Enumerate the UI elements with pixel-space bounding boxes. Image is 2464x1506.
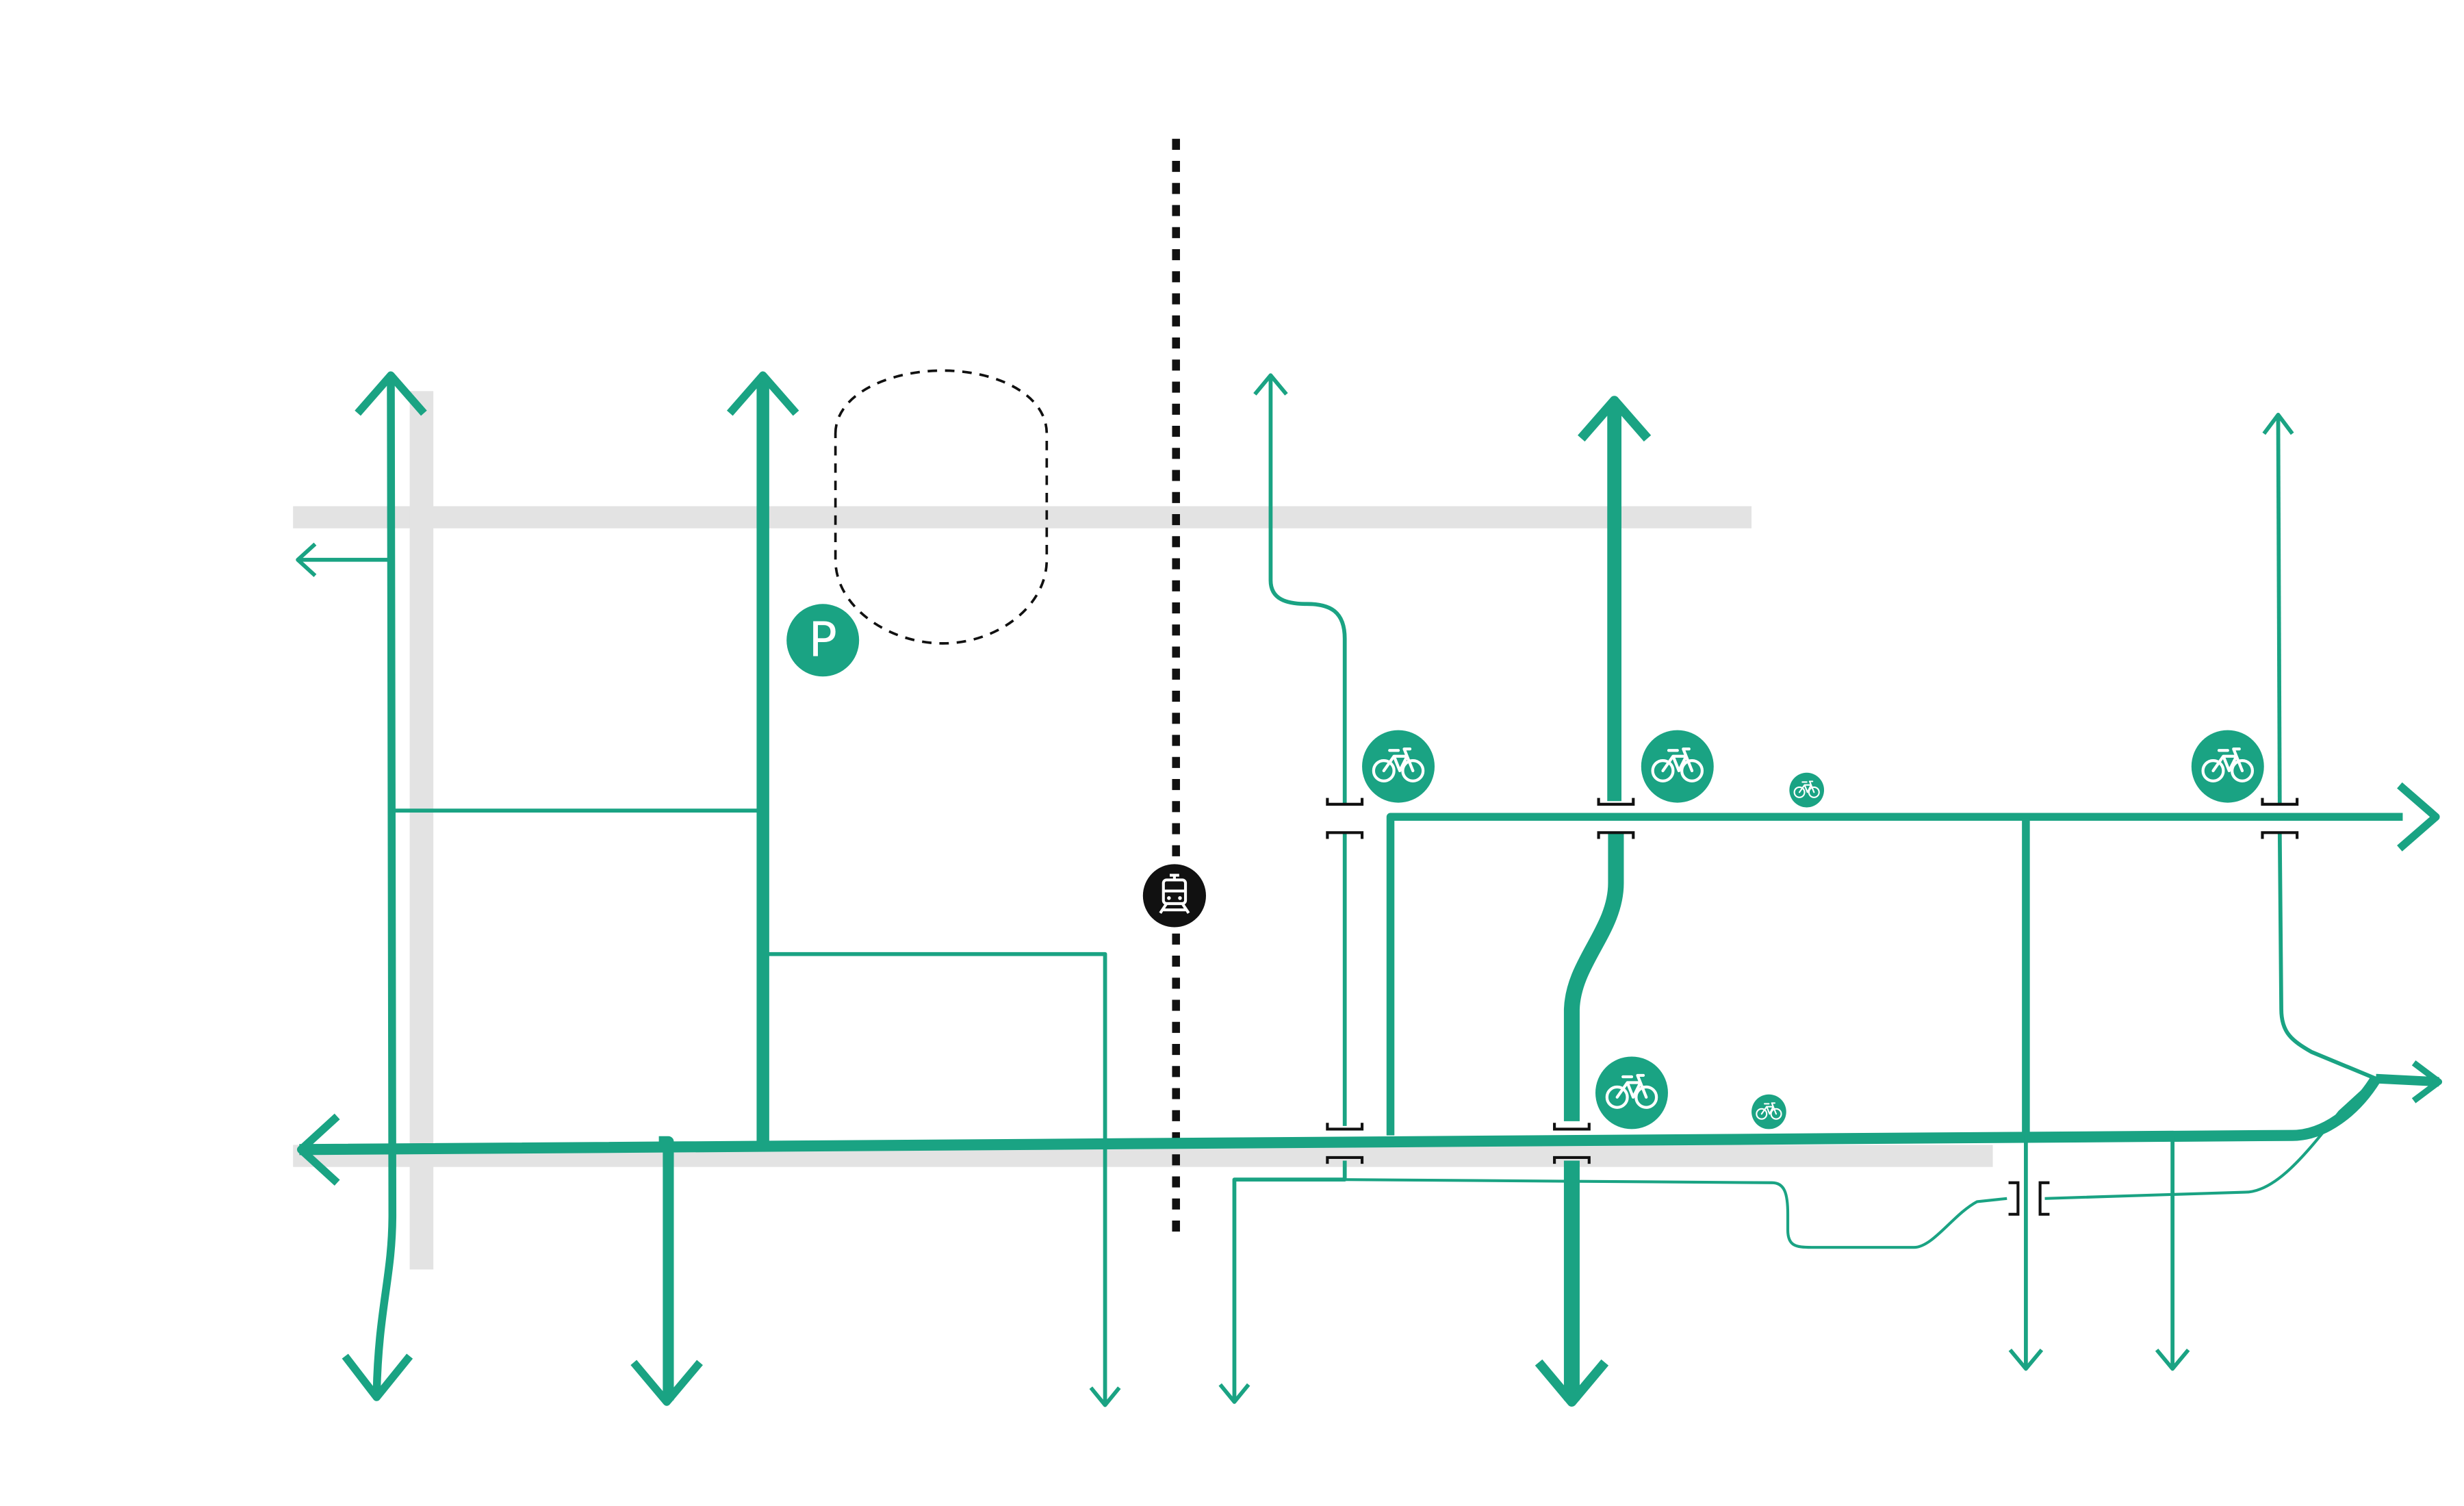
parking-icon: P	[786, 589, 860, 677]
bike-icons	[1362, 730, 2264, 1130]
crossing-marker	[2261, 797, 2299, 839]
crossing-marker	[1597, 797, 1635, 839]
bicycle-icon	[1641, 730, 1714, 803]
route-east-south-connector	[1232, 1160, 1347, 1401]
parking-icon-label: P	[808, 613, 837, 667]
route-network	[296, 371, 2443, 1407]
route-low-winding-path	[1344, 1178, 2007, 1249]
route-east-north-loop-arrowhead	[1253, 373, 1288, 396]
route-central-curve	[1563, 832, 1624, 1121]
bicycle-icon-small	[1789, 772, 1825, 808]
dashed-area-outline	[834, 369, 1049, 645]
crossing-marker	[1326, 797, 1364, 839]
route-far-east-north-arrowhead	[2262, 412, 2294, 435]
route-east-extension	[2375, 1073, 2439, 1087]
route-parking-loop-arrowhead	[1089, 1386, 1121, 1407]
route-west-north-arrowhead	[355, 371, 427, 416]
route-far-east-north	[2276, 418, 2282, 804]
route-east-block-arrowhead	[2397, 782, 2440, 852]
route-west-south-arrowhead	[342, 1353, 413, 1401]
route-central-north-arrowhead	[1578, 396, 1652, 442]
road-horizontal-north	[293, 506, 1752, 528]
crossing-marker	[2008, 1181, 2050, 1216]
route-low-east-path	[2044, 1077, 2377, 1200]
route-east-arrowhead	[2411, 1060, 2443, 1103]
route-west-arrowhead	[296, 1113, 340, 1186]
bicycle-icon	[1595, 1056, 1668, 1130]
route-east-south-1-arrowhead	[2008, 1349, 2044, 1371]
route-south-branch	[658, 1136, 674, 1401]
route-west-spur-arrowhead	[296, 542, 317, 577]
bicycle-icon	[1362, 730, 1435, 803]
route-main-south-corridor	[299, 1075, 2381, 1156]
route-parking-loop	[762, 952, 1107, 1404]
crossing-marker	[1553, 1123, 1591, 1164]
crossing-markers	[1326, 797, 2299, 1216]
bicycle-icon	[2191, 730, 2264, 803]
route-east-south-2-arrowhead	[2155, 1349, 2190, 1371]
crossing-marker	[1326, 1123, 1364, 1164]
route-far-east-south-spur	[2277, 832, 2377, 1081]
train-station-icon	[1142, 864, 1206, 928]
route-central-south-arrowhead	[1535, 1359, 1609, 1407]
route-south-branch-arrowhead	[630, 1360, 703, 1406]
route-east-south-connector-arrowhead	[1218, 1383, 1250, 1404]
route-east-north-loop	[1268, 378, 1347, 804]
route-parking-north-arrowhead	[726, 371, 799, 416]
bicycle-icon-small	[1751, 1094, 1786, 1130]
route-west-vertical	[372, 378, 397, 1396]
road-vertical-west	[409, 391, 434, 1270]
route-east-block	[1386, 813, 2403, 1136]
